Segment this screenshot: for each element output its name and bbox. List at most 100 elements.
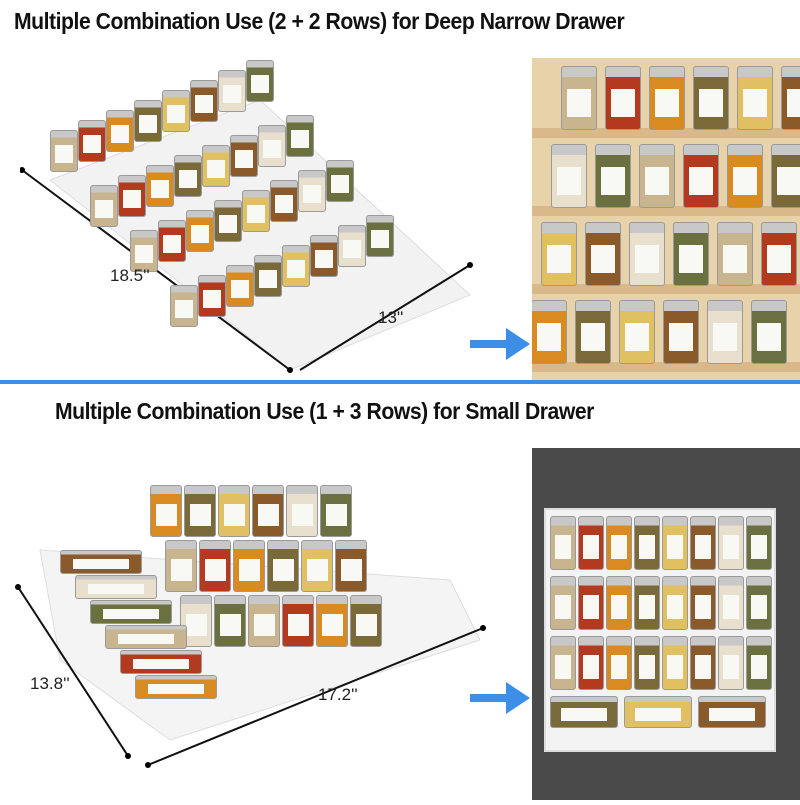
spice-jar [575,300,611,364]
spice-jar [550,576,576,630]
spice-jar [550,516,576,570]
spice-jar [301,540,333,592]
spice-jar [683,144,719,208]
spice-jar [50,130,78,172]
spice-jar [184,485,216,537]
spice-jar [202,145,230,187]
spice-jar [218,485,250,537]
spice-jar [578,516,604,570]
spice-jar [90,185,118,227]
spice-jar [320,485,352,537]
bottom-length-label: 17.2'' [318,685,358,704]
spice-jar [218,70,246,112]
spice-jar [186,210,214,252]
spice-jar [174,155,202,197]
spice-jar [690,576,716,630]
spice-jar [338,225,366,267]
spice-jar [350,595,382,647]
spice-jar [746,516,772,570]
spice-jar [717,222,753,286]
spice-jar [746,636,772,690]
spice-jar [551,144,587,208]
spice-jar [634,576,660,630]
spice-jar [282,245,310,287]
bottom-section-title: Multiple Combination Use (1 + 3 Rows) fo… [55,398,594,424]
spice-jar [629,222,665,286]
spice-jar [541,222,577,286]
spice-jar [199,540,231,592]
spice-jar [214,595,246,647]
spice-jar [242,190,270,232]
spice-jar [135,675,217,699]
spice-jar [751,300,787,364]
spice-jar [158,220,186,262]
spice-jar [606,516,632,570]
spice-jar [619,300,655,364]
spice-jar [316,595,348,647]
spice-jar [298,170,326,212]
spice-jar [233,540,265,592]
spice-jar [698,696,766,728]
spice-jar [326,160,354,202]
spice-jar [75,575,157,599]
spice-jar [146,165,174,207]
spice-jar [190,80,218,122]
spice-jar [162,90,190,132]
spice-jar [727,144,763,208]
bottom-width-label: 13.8'' [30,674,70,693]
spice-jar [693,66,729,130]
bottom-tray-illustration [0,440,500,800]
spice-jar [662,576,688,630]
section-divider [0,380,800,384]
spice-jar [606,576,632,630]
spice-jar [605,66,641,130]
spice-jar [746,576,772,630]
spice-jar [649,66,685,130]
spice-jar [248,595,280,647]
spice-jar [662,636,688,690]
spice-jar [634,516,660,570]
spice-jar [663,300,699,364]
spice-jar [150,485,182,537]
arrow-right-icon [470,328,530,360]
spice-jar [550,636,576,690]
spice-jar [246,60,274,102]
spice-jar [578,636,604,690]
spice-jar [130,230,158,272]
spice-jar [282,595,314,647]
spice-jar [578,576,604,630]
arrow-right-icon [470,682,530,714]
spice-jar [366,215,394,257]
spice-jar [561,66,597,130]
spice-jar [781,66,800,130]
top-width-label: 13'' [378,308,404,327]
spice-jar [90,600,172,624]
spice-jar [532,300,567,364]
spice-jar [252,485,284,537]
spice-jar [550,696,618,728]
spice-jar [639,144,675,208]
spice-jar [606,636,632,690]
spice-jar [595,144,631,208]
small-drawer-photo [532,448,800,800]
spice-jar [226,265,254,307]
spice-jar [707,300,743,364]
spice-jar [118,175,146,217]
spice-jar [761,222,797,286]
spice-jar [230,135,258,177]
spice-jar [214,200,242,242]
spice-jar [585,222,621,286]
spice-jar [106,110,134,152]
spice-jar [120,650,202,674]
spice-jar [737,66,773,130]
spice-jar [690,636,716,690]
spice-jar [673,222,709,286]
spice-jar [335,540,367,592]
spice-jar [270,180,298,222]
spice-jar [198,275,226,317]
spice-jar [286,485,318,537]
spice-jar [286,115,314,157]
spice-jar [254,255,282,297]
spice-jar [310,235,338,277]
top-section-title: Multiple Combination Use (2 + 2 Rows) fo… [14,8,625,34]
